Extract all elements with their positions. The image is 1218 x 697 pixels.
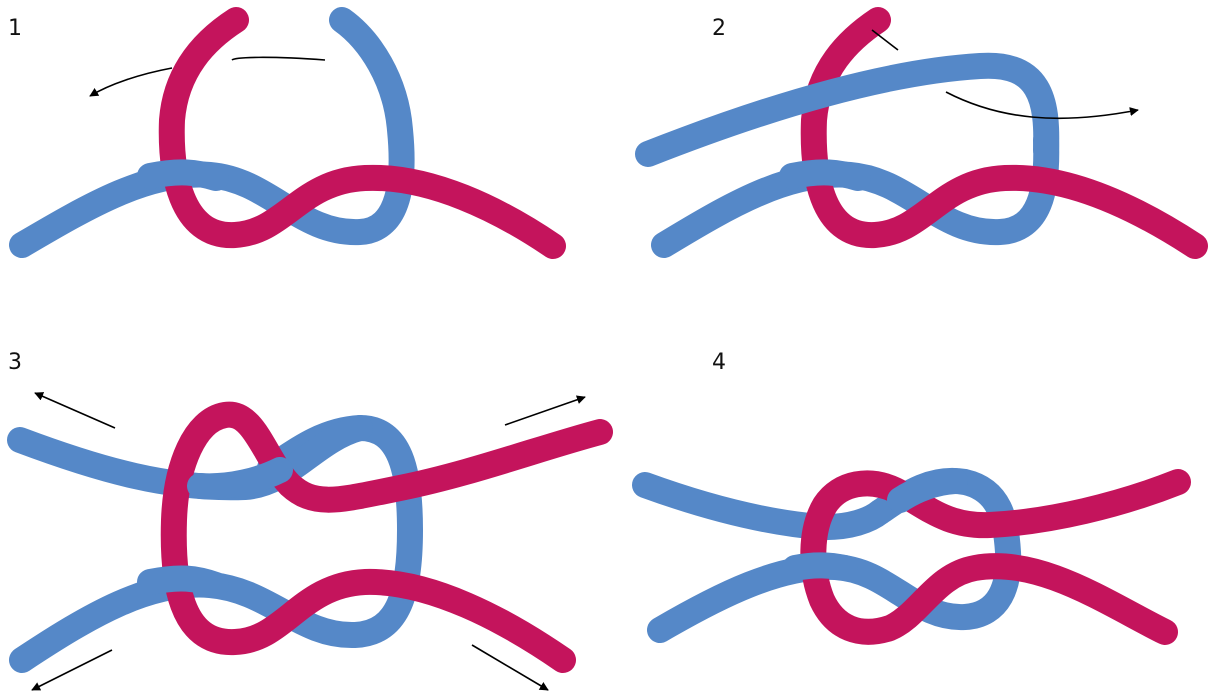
blue-rope-over-crossing bbox=[779, 159, 871, 191]
blue-rope-upper bbox=[632, 472, 893, 541]
arrow-step-2-tuck bbox=[871, 29, 899, 51]
blue-rope-over-crossing bbox=[137, 159, 229, 191]
panel-4 bbox=[632, 467, 1191, 645]
panel-3 bbox=[7, 392, 613, 691]
arrow-step-1 bbox=[90, 56, 326, 96]
arrow-step-3-bottom-right bbox=[471, 644, 549, 691]
step-3-label: 3 bbox=[8, 350, 22, 375]
blue-rope-upper bbox=[635, 52, 1060, 167]
arrow-step-3-bottom-left bbox=[31, 649, 113, 691]
step-2-label: 2 bbox=[712, 16, 726, 41]
step-1-label: 1 bbox=[8, 16, 22, 41]
blue-rope-over-crossing-top bbox=[887, 468, 968, 513]
arrow-step-2 bbox=[945, 91, 1139, 120]
blue-rope-over-crossing bbox=[782, 552, 858, 581]
panel-1 bbox=[9, 7, 566, 259]
arrow-step-3-top-left bbox=[34, 392, 116, 429]
step-4-label: 4 bbox=[712, 350, 726, 375]
blue-rope-over-crossing bbox=[137, 565, 229, 598]
blue-rope-lower bbox=[9, 7, 415, 258]
blue-rope-over-crossing-top bbox=[187, 457, 293, 500]
arrow-step-3-top-right bbox=[504, 395, 586, 426]
panel-2 bbox=[635, 7, 1208, 259]
red-rope-lower bbox=[160, 401, 613, 673]
red-rope-lower bbox=[158, 7, 566, 259]
blue-rope-lower bbox=[651, 127, 1060, 258]
